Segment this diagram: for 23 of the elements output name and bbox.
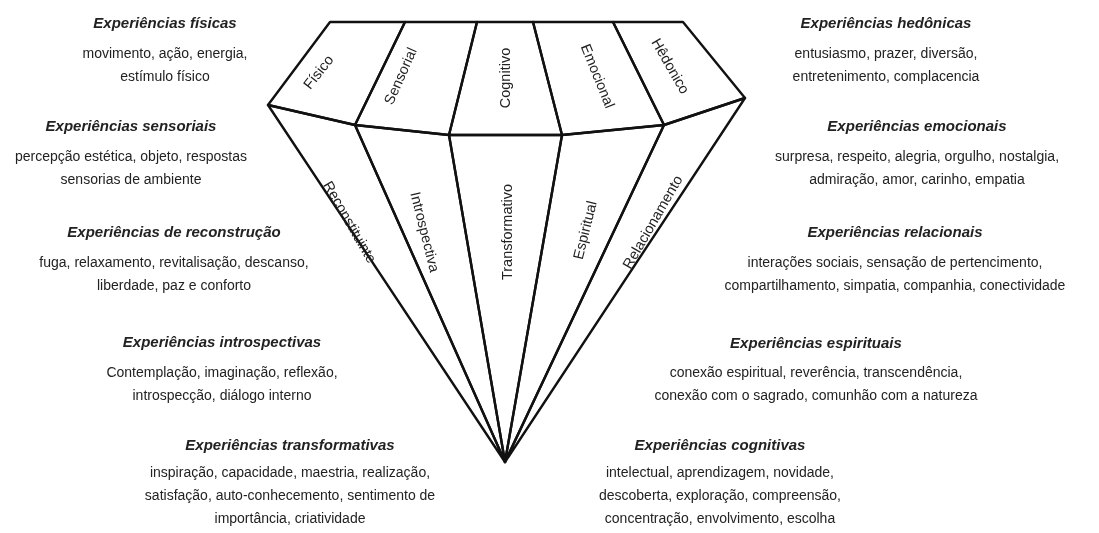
keyword-list: Contemplação, imaginação, reflexão, introspecção, diálogo interno xyxy=(102,361,342,407)
facet-label: Transformativo xyxy=(499,183,516,281)
category-heading: Experiências transformativas xyxy=(185,436,395,453)
category-heading: Experiências de reconstrução xyxy=(67,223,281,240)
category-heading: Experiências físicas xyxy=(93,14,237,31)
category-heading: Experiências hedônicas xyxy=(800,14,972,31)
category-heading: Experiências sensoriais xyxy=(45,117,217,134)
category-heading: Experiências relacionais xyxy=(807,223,983,240)
facet-label: Cognitivo xyxy=(497,47,514,109)
keyword-list: inspiração, capacidade, maestria, realização, satisfação, auto-conhecemento, sentimento de importância, criatividade xyxy=(140,461,440,530)
facet-label: Espiritual xyxy=(569,199,600,261)
keyword-list: entusiasmo, prazer, diversão, entretenimento, complacencia xyxy=(766,42,1006,88)
category-heading: Experiências espirituais xyxy=(730,334,902,351)
keyword-list: percepção estética, objeto, respostas sensorias de ambiente xyxy=(13,145,249,191)
category-heading: Experiências emocionais xyxy=(827,117,1007,134)
keyword-list: interações sociais, sensação de pertencimento, compartilhamento, simpatia, companhia, conectividade xyxy=(690,251,1099,297)
keyword-list: movimento, ação, energia, estímulo físico xyxy=(60,42,270,88)
keyword-list: conexão espiritual, reverência, transcendência, conexão com o sagrado, comunhão com a natureza xyxy=(648,361,984,407)
keyword-list: surpresa, respeito, alegria, orgulho, nostalgia, admiração, amor, carinho, empatia xyxy=(754,145,1080,191)
keyword-list: intelectual, aprendizagem, novidade, descoberta, exploração, compreensão, concentração, envolvimento, escolha xyxy=(587,461,853,530)
keyword-list: fuga, relaxamento, revitalisação, descanso, liberdade, paz e conforto xyxy=(39,251,309,297)
category-heading: Experiências introspectivas xyxy=(122,333,322,350)
category-heading: Experiências cognitivas xyxy=(634,436,806,453)
